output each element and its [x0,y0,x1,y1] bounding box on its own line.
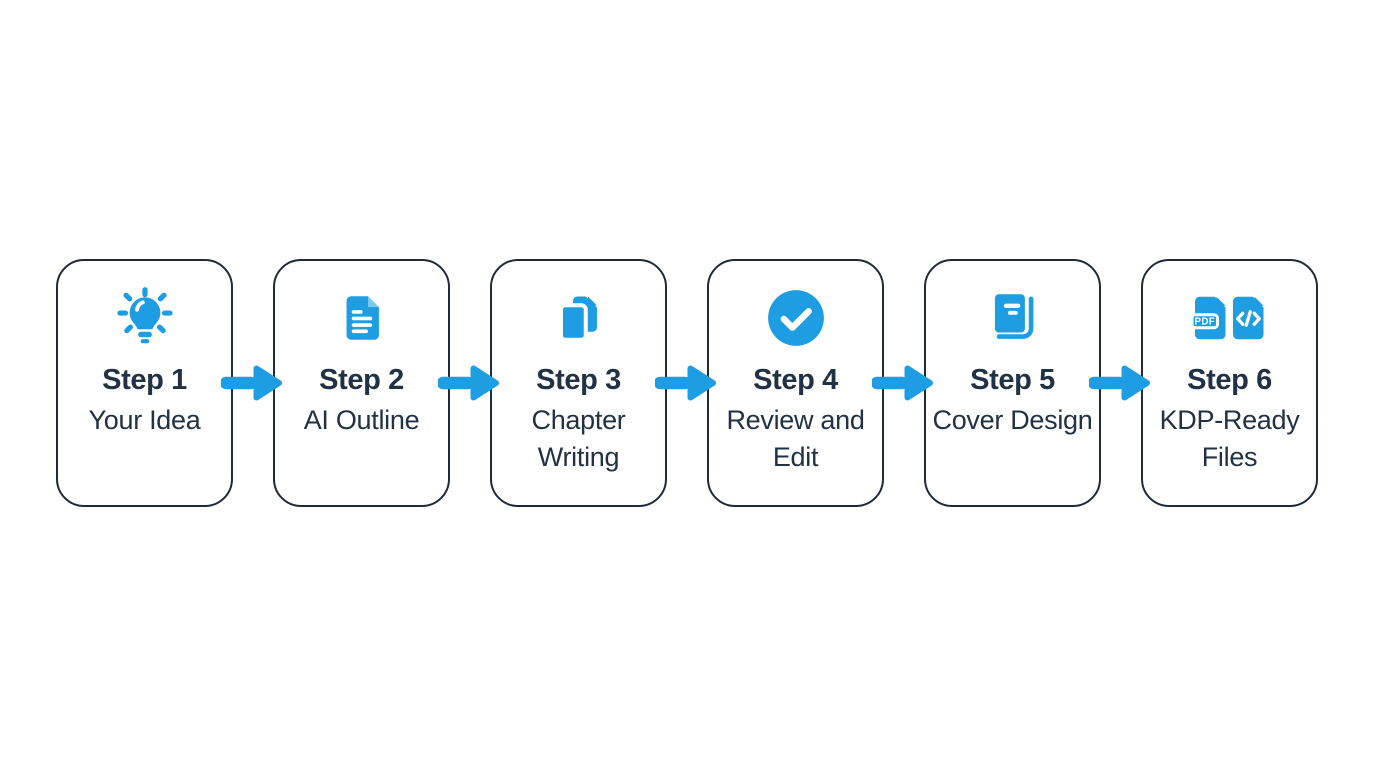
step-description: Your Idea [88,405,201,435]
step-label: Step 2 [319,364,404,396]
step-label: Step 5 [970,364,1055,396]
step-description: Cover Design [932,405,1093,435]
flow-connector [438,259,499,507]
step-label: Step 3 [536,364,621,396]
step-card-4: Step 4 Review and Edit [707,259,884,507]
check-circle-icon [765,285,827,351]
pdf-badge-label: PDF [1194,317,1215,328]
flow-connector [221,259,282,507]
lightbulb-icon [112,285,178,351]
pdf-and-code-files-icon: PDF [1190,285,1269,351]
arrow-right-icon [655,365,716,401]
steps-row: Step 1 Your Idea [56,259,1318,507]
book-icon [982,285,1044,351]
step-description: AI Outline [303,405,420,435]
step-card-3: Step 3 Chapter Writing [490,259,667,507]
document-icon [333,285,391,351]
flow-connector [872,259,933,507]
step-card-1: Step 1 Your Idea [56,259,233,507]
step-card-6: PDF Step 6 KDP-Ready Files [1141,259,1318,507]
step-description: Chapter Writing [531,405,626,472]
step-description: Review and Edit [726,405,865,472]
arrow-right-icon [221,365,282,401]
code-file-icon [1232,296,1263,340]
step-card-2: Step 2 AI Outline [273,259,450,507]
flow-connector [655,259,716,507]
flow-connector [1089,259,1150,507]
step-description: KDP-Ready Files [1159,405,1300,472]
step-label: Step 6 [1187,364,1272,396]
arrow-right-icon [872,365,933,401]
code-glyph [1235,310,1261,327]
step-label: Step 1 [102,364,187,396]
step-label: Step 4 [753,364,838,396]
step-card-5: Step 5 Cover Design [924,259,1101,507]
document-stack-icon [549,285,609,351]
arrow-right-icon [1089,365,1150,401]
pdf-file-icon: PDF [1190,296,1225,340]
arrow-right-icon [438,365,499,401]
